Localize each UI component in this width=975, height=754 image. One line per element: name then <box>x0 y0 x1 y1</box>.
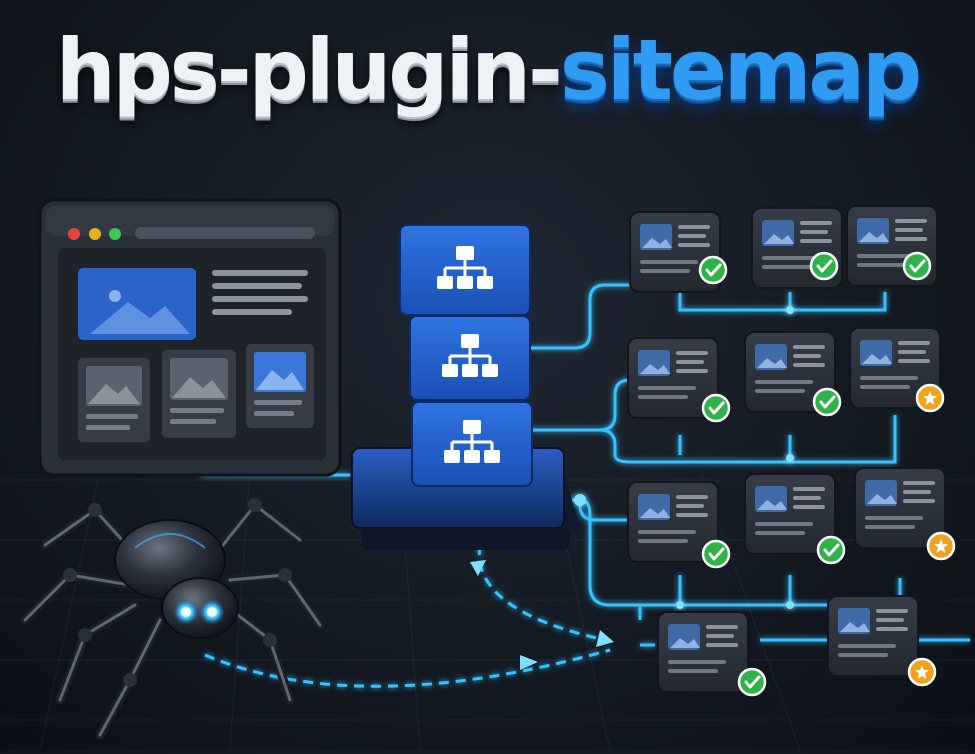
page-card <box>846 205 938 287</box>
title-part-sitemap: sitemap <box>559 21 922 119</box>
crawler-path <box>204 544 611 688</box>
browser-window-icon <box>38 198 342 477</box>
page-card <box>744 473 846 565</box>
page-card <box>627 481 731 569</box>
sitemap-server-icon <box>350 224 580 550</box>
page-card <box>849 327 945 413</box>
page-card <box>657 611 767 697</box>
page-card <box>627 337 731 423</box>
page-card <box>854 467 956 561</box>
spider-robot-icon <box>20 498 325 740</box>
title-part-plugin: hps-plugin- <box>55 21 563 119</box>
page-card <box>629 211 728 293</box>
page-card <box>744 331 842 417</box>
page-card <box>751 207 843 289</box>
crawler-path-arrows <box>470 560 614 670</box>
page-card <box>827 595 937 687</box>
page-title: hps-plugin-sitemap <box>0 28 975 112</box>
connection-lines <box>198 283 970 647</box>
